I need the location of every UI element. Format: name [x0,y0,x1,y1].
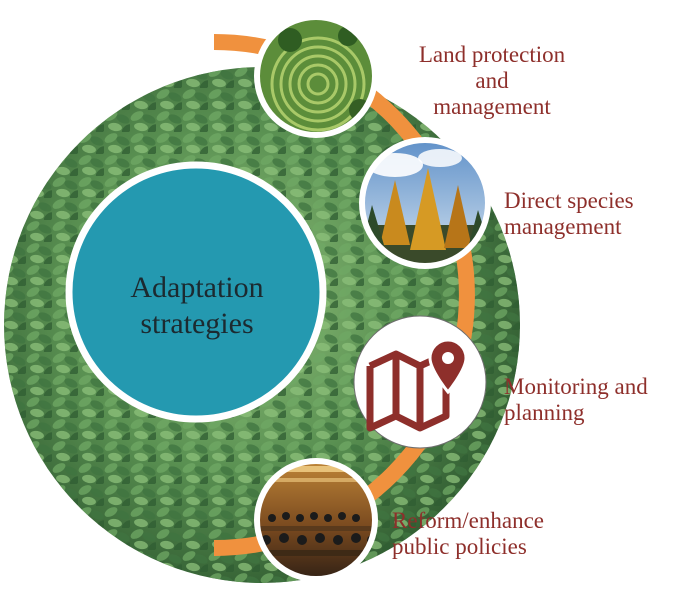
strategy-label-direct-species: Direct species management [504,188,634,240]
strategy-label-monitoring: Monitoring and planning [504,374,648,426]
strategy-label-line: Reform/enhance [392,508,544,534]
center-title-line-2: strategies [92,306,302,342]
center-title-line-1: Adaptation [92,270,302,306]
strategy-label-line: public policies [392,534,544,560]
strategy-label-line: planning [504,400,648,426]
strategy-label-line: management [402,94,582,120]
strategy-label-land-protection: Land protection and management [402,42,582,120]
center-title: Adaptation strategies [92,270,302,342]
autumn-larch-trees-photo [359,137,491,269]
strategy-label-line: Direct species [504,188,634,214]
strategy-label-policies: Reform/enhance public policies [392,508,544,560]
strategy-label-line: Land protection [402,42,582,68]
map-pin-icon [354,316,486,448]
strategy-label-line: Monitoring and [504,374,648,400]
strategy-label-line: and [402,68,582,94]
strategy-label-line: management [504,214,634,240]
